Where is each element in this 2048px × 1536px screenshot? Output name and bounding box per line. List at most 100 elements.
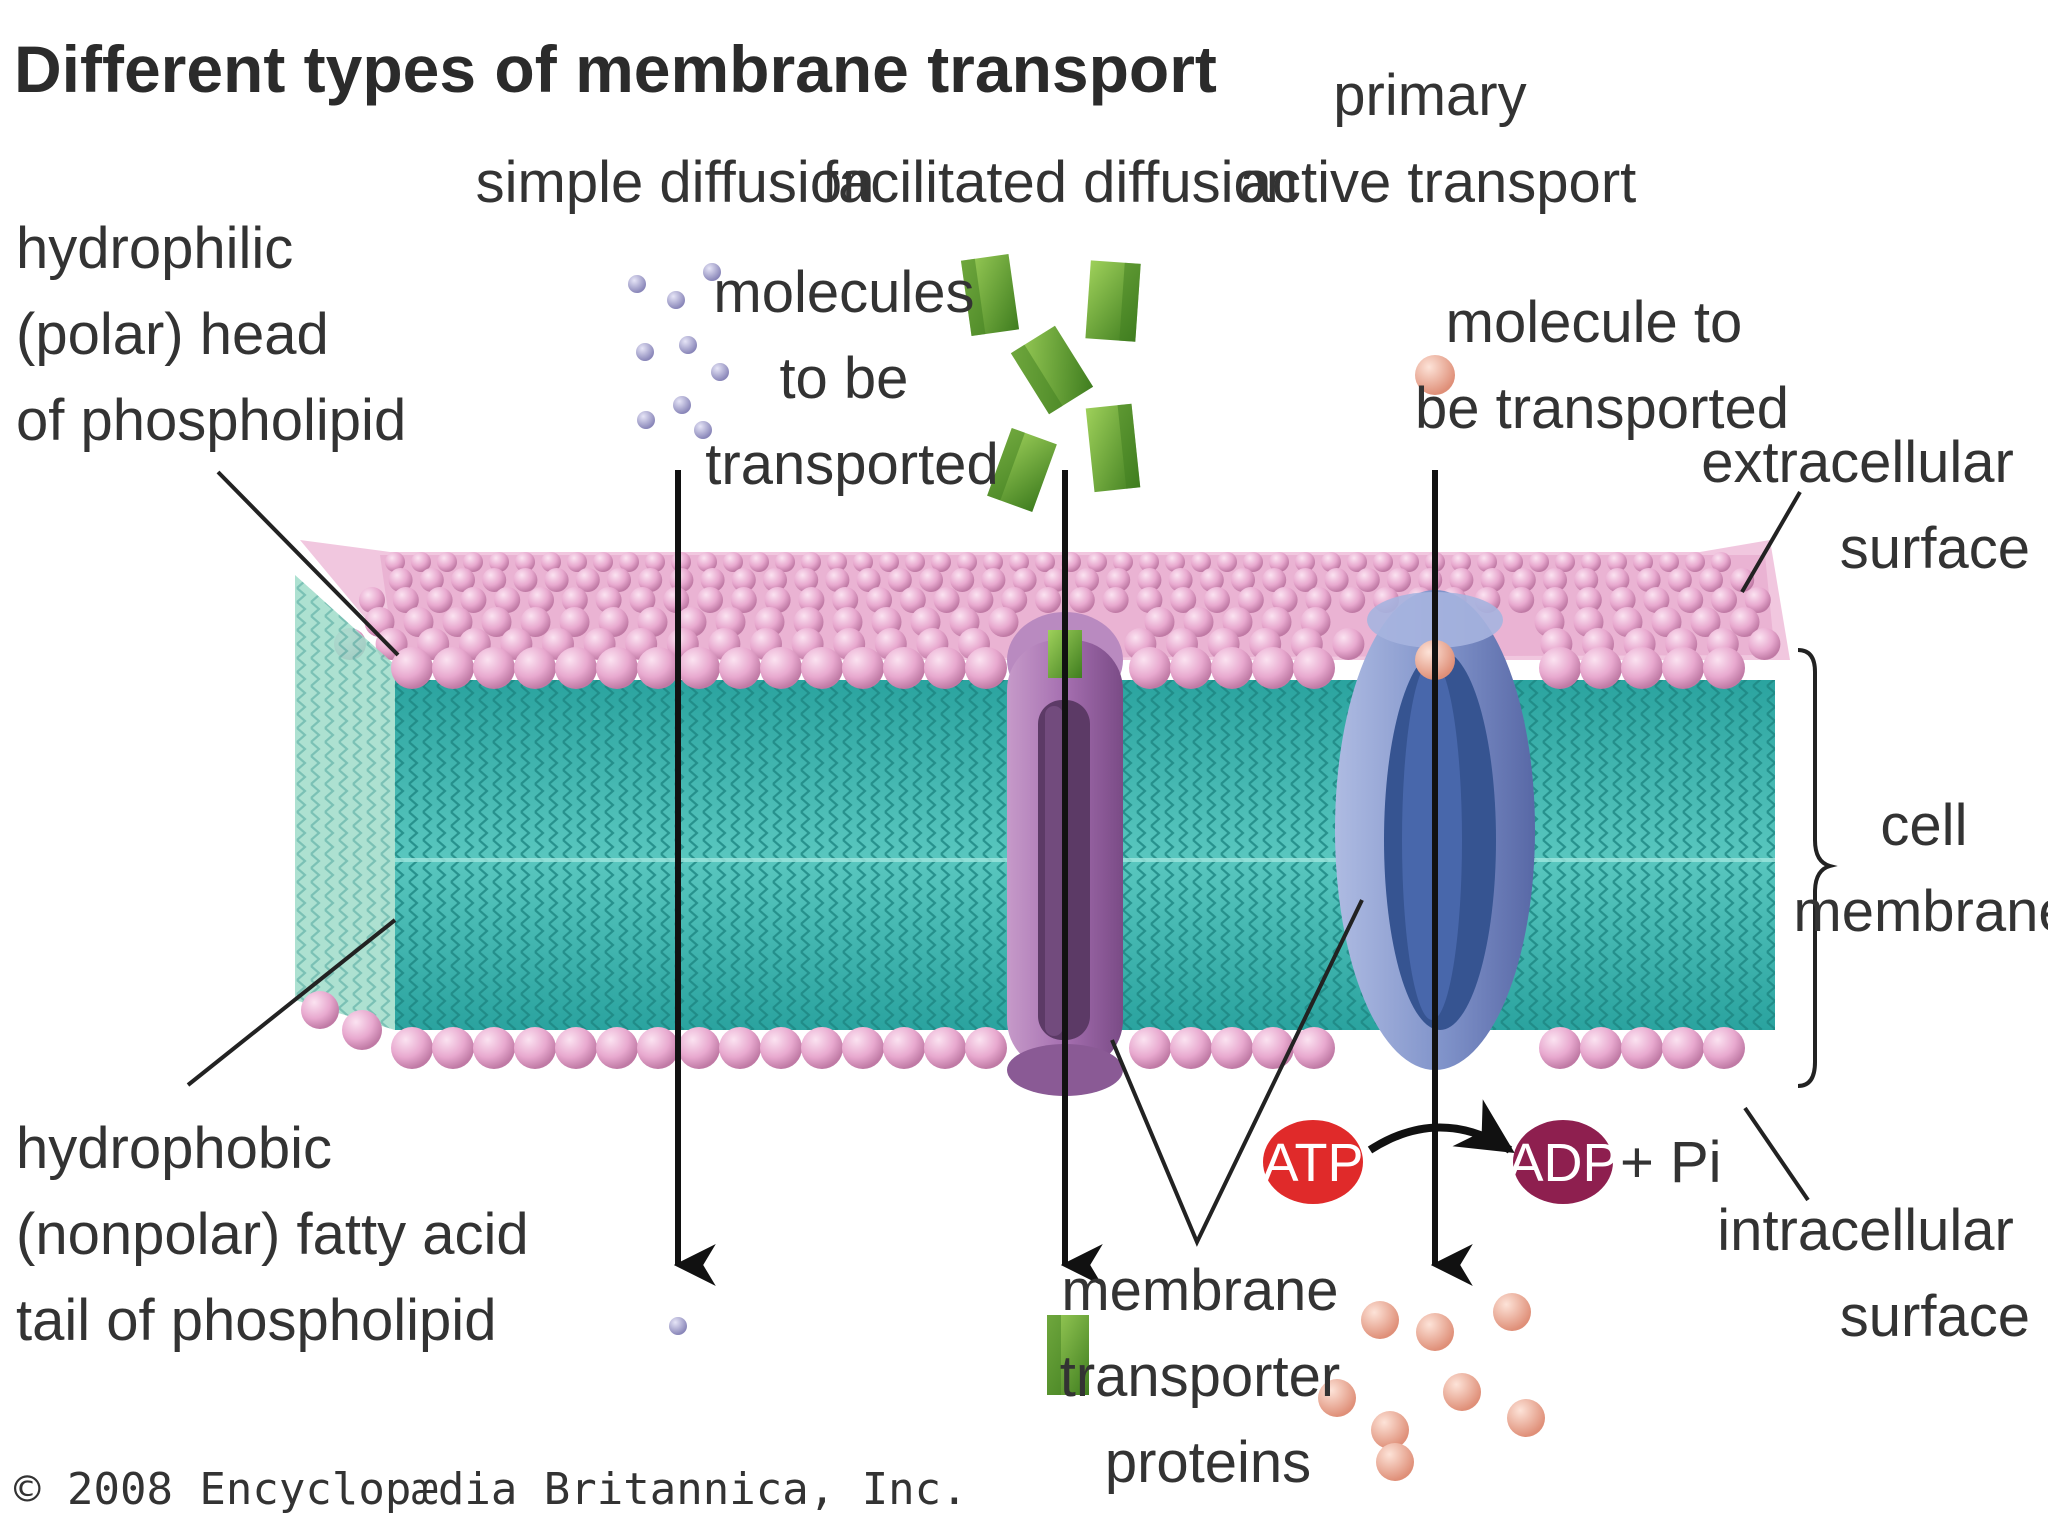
phospholipid-head [1113, 552, 1133, 572]
label-hydrophobic-tail: hydrophobic (nonpolar) fatty acid tail o… [16, 1116, 545, 1353]
phospholipid-head [541, 552, 561, 572]
atp-to-adp-arrow [1367, 1099, 1515, 1154]
phospholipid-head [638, 568, 663, 592]
phospholipid-head [515, 552, 535, 572]
phospholipid-head [514, 1027, 556, 1069]
transported-molecule [1361, 1301, 1399, 1339]
label-primary-active-transport: primary active transport [1240, 63, 1637, 215]
phosphate-label: + Pi [1620, 1130, 1722, 1195]
phospholipid-head [561, 587, 588, 613]
phospholipid-head [950, 568, 975, 592]
phospholipid-head [905, 552, 925, 572]
phospholipid-head [1621, 647, 1663, 689]
transported-molecule [1493, 1293, 1531, 1331]
phospholipid-head [514, 647, 556, 689]
phospholipid-head [1662, 647, 1704, 689]
phospholipid-head [1339, 587, 1366, 613]
phospholipid-head [1231, 568, 1255, 592]
phospholipid-head [1305, 587, 1332, 613]
phospholipid-head [801, 1027, 843, 1069]
phospholipid-head [1237, 587, 1264, 613]
label-extracellular-surface: extracellular surface [1701, 430, 2030, 581]
phospholipid-head [1529, 552, 1549, 572]
phospholipid-head [697, 552, 717, 572]
phospholipid-head [385, 552, 405, 572]
phospholipid-head [1662, 1027, 1704, 1069]
phospholipid-head [967, 587, 994, 613]
active-transport-molecule-outside [1415, 355, 1455, 395]
label-membrane-transporter-proteins: membrane transporter proteins [1060, 1258, 1357, 1495]
phospholipid-head [1324, 568, 1349, 592]
phospholipid-head [1730, 568, 1755, 592]
hydrophilic-head-row-upper [391, 647, 1745, 689]
phospholipid-head [432, 647, 474, 689]
phospholipid-head [559, 607, 590, 637]
label-molecule-to-be-transported: molecule to be transported [1415, 290, 1789, 441]
phospholipid-head [981, 568, 1006, 592]
phospholipid-head [887, 568, 912, 592]
phospholipid-head [931, 552, 951, 572]
phospholipid-head [1580, 647, 1622, 689]
phospholipid-head [575, 568, 600, 592]
phospholipid-head [1503, 552, 1523, 572]
phospholipid-head [403, 607, 434, 637]
phospholipid-head [1009, 552, 1029, 572]
phospholipid-head [883, 647, 925, 689]
phospholipid-head [827, 552, 847, 572]
transported-molecule [1443, 1373, 1481, 1411]
phospholipid-head [1609, 587, 1636, 613]
phospholipid-head [933, 587, 960, 613]
hydrophilic-head-row-lower [301, 991, 1745, 1069]
phospholipid-head [764, 587, 791, 613]
phospholipid-head [1703, 647, 1745, 689]
phospholipid-head [451, 568, 475, 592]
phospholipid-head [1293, 1027, 1335, 1069]
phospholipid-head [1347, 552, 1367, 572]
phospholipid-head [544, 568, 569, 592]
simple-diffusion-molecules [628, 263, 729, 439]
simple-diffusion-molecule [711, 363, 729, 381]
phospholipid-head [1621, 1027, 1663, 1069]
phospholipid-head [965, 1027, 1007, 1069]
phospholipid-head [1477, 552, 1497, 572]
phospholipid-head [391, 1027, 433, 1069]
phospholipid-head [1451, 552, 1471, 572]
pointer-hydrophilic-head [216, 470, 400, 657]
phospholipid-head [1605, 568, 1630, 592]
label-intracellular-surface: intracellular surface [1717, 1198, 2030, 1349]
phospholipid-head [1580, 1027, 1622, 1069]
phospholipid-head [730, 587, 757, 613]
phospholipid-head [437, 552, 457, 572]
phospholipid-head [1651, 607, 1682, 637]
phospholipid-head [637, 647, 679, 689]
phospholipid-head [1035, 587, 1061, 613]
simple-diffusion-molecule [673, 396, 691, 414]
phospholipid-head [1168, 568, 1193, 592]
phospholipid-head [1543, 568, 1567, 592]
phospholipid-head [1711, 587, 1737, 613]
phospholipid-head [919, 568, 943, 592]
phospholipid-head [697, 587, 723, 613]
phospholipid-head [596, 1027, 638, 1069]
phospholipid-head [1636, 568, 1661, 592]
phospholipid-head [719, 1027, 761, 1069]
phospholipid-head [473, 1027, 515, 1069]
phospholipid-head [879, 552, 899, 572]
simple-diffusion-molecule [636, 343, 654, 361]
phospholipid-head [567, 552, 587, 572]
phospholipid-head [1542, 587, 1568, 613]
phospholipid-head [1399, 552, 1419, 572]
phospholipid-head [723, 552, 743, 572]
label-cell-membrane: cell membrane [1793, 793, 2048, 944]
phospholipid-head [760, 1027, 802, 1069]
phospholipid-head [1269, 552, 1289, 572]
phospholipid-head [1581, 552, 1601, 572]
phospholipid-head [513, 568, 538, 592]
phospholipid-head [1075, 568, 1099, 592]
phospholipid-head [1355, 568, 1380, 592]
phospholipid-head [432, 1027, 474, 1069]
phospholipid-head [528, 587, 554, 613]
phospholipid-head [853, 552, 873, 572]
phospholipid-head [1690, 607, 1721, 637]
